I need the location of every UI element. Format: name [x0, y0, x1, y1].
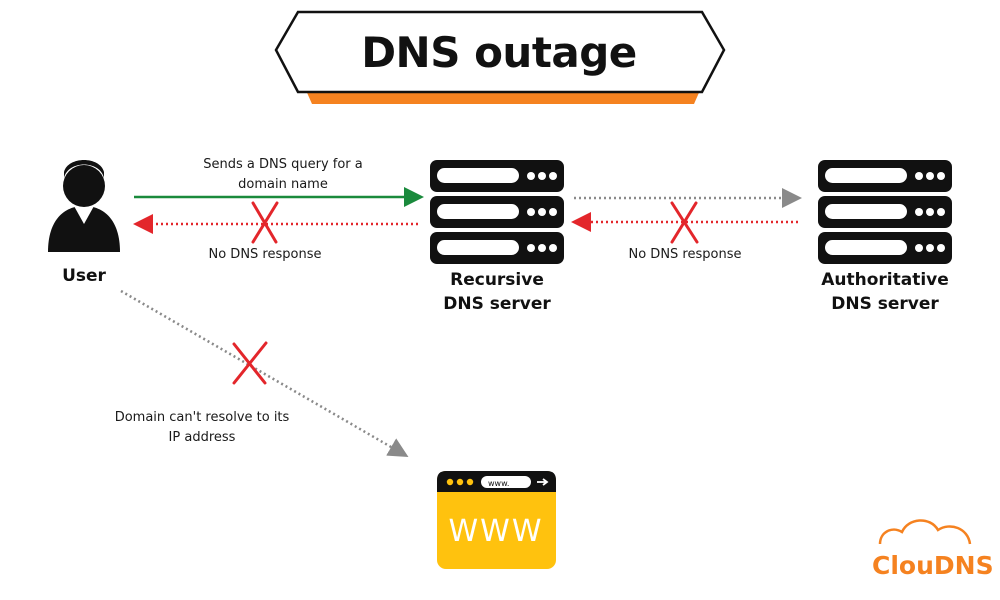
authoritative-server-label-line1: Authoritative — [821, 270, 949, 290]
page-title: DNS outage — [361, 27, 637, 77]
query-label: Sends a DNS query for a domain name — [203, 157, 363, 192]
cloudns-logo: ClouDNS — [872, 519, 994, 580]
no-response-label-right: No DNS response — [628, 247, 742, 262]
title-banner-body — [274, 10, 726, 94]
website-icon: www. WWW — [437, 471, 556, 569]
no-response-label-left: No DNS response — [208, 247, 322, 262]
authoritative-server-label: Authoritative DNS server — [796, 268, 974, 316]
user-label: User — [62, 266, 106, 286]
recursive-server-icon — [430, 160, 564, 264]
recursive-server-label: Recursive DNS server — [410, 268, 584, 316]
authoritative-server-label-line2: DNS server — [831, 294, 939, 314]
browser-url-text: www. — [488, 479, 509, 488]
title-banner — [274, 10, 726, 104]
user-icon — [48, 160, 120, 252]
logo-text: ClouDNS — [872, 551, 994, 580]
browser-www-text: WWW — [449, 514, 544, 549]
cross-icon — [232, 341, 268, 385]
cross-icon — [251, 201, 279, 244]
cant-resolve-label: Domain can't resolve to its IP address — [114, 410, 290, 445]
authoritative-server-icon — [818, 160, 952, 264]
recursive-server-label-line1: Recursive — [450, 270, 544, 290]
recursive-server-label-line2: DNS server — [443, 294, 551, 314]
cross-icon — [670, 201, 699, 244]
